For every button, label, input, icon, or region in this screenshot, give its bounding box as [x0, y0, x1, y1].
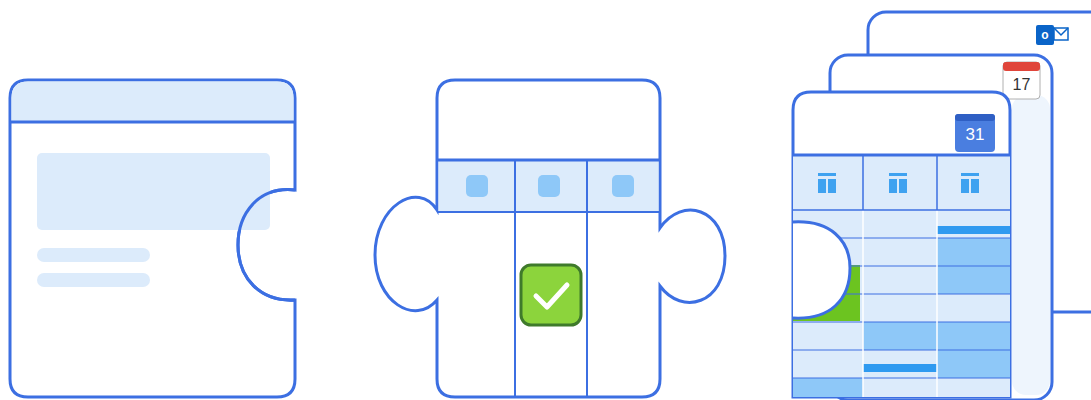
calendar-piece	[793, 12, 1091, 400]
webpage-piece-rect	[37, 273, 150, 287]
calendar-piece-g-rect	[937, 226, 1010, 234]
calendar-piece-g-g-line	[862, 210, 864, 400]
widget-piece-line	[437, 211, 660, 213]
webpage-piece-path	[12, 82, 294, 123]
outlook-icon-letter: o	[1036, 27, 1054, 43]
widget-piece-rect	[521, 265, 581, 325]
calendar-piece-g-g-line	[793, 350, 1010, 351]
calendar-piece-line	[862, 155, 864, 210]
webpage-piece-path	[238, 190, 295, 300]
webpage-piece-path	[10, 80, 295, 397]
calendar-piece-rect	[1012, 95, 1050, 395]
webpage-piece-rect	[37, 248, 150, 262]
calendar-piece-g-g	[863, 210, 937, 400]
calendar-piece-g-rect	[818, 179, 826, 193]
calendar-piece-g	[793, 155, 1010, 400]
widget-piece-rect	[439, 160, 659, 212]
webpage-piece-rect	[37, 153, 270, 230]
calendar-piece-g-rect	[889, 173, 907, 176]
calendar-piece-g-rect	[961, 173, 979, 176]
google-calendar-day-number: 31	[955, 123, 995, 147]
webpage-piece-line	[10, 121, 295, 124]
widget-piece-line	[437, 159, 660, 162]
calendar-piece-g-rect	[863, 364, 937, 372]
calendar-piece-rect	[1054, 28, 1068, 40]
calendar-piece-g-rect	[899, 179, 907, 193]
calendar-piece-g-rect	[889, 179, 897, 193]
widget-piece	[375, 80, 725, 397]
calendar-piece-g-g-line	[793, 378, 1010, 379]
calendar-piece-g-rect	[863, 322, 937, 350]
calendar-piece-rect	[955, 114, 995, 121]
calendar-piece-g-rect	[793, 155, 1010, 210]
calendar-piece-g-rect	[971, 179, 979, 193]
calendar-piece-rect	[955, 114, 995, 152]
calendar-piece-path	[793, 222, 850, 318]
widget-piece-path	[536, 285, 567, 307]
widget-piece-rect	[466, 175, 488, 197]
ical-day-number: 17	[1003, 74, 1040, 96]
widget-piece-line	[586, 160, 588, 397]
calendar-piece-g-g-line	[793, 322, 1010, 323]
calendar-piece-line	[793, 154, 1010, 157]
widget-piece-line	[514, 160, 516, 397]
calendar-piece-g-rect	[961, 179, 969, 193]
webpage-piece	[10, 80, 295, 397]
calendar-piece-g-rect	[793, 210, 1010, 400]
calendar-piece-rect	[1003, 62, 1040, 99]
calendar-piece-rect	[1003, 62, 1040, 71]
calendar-piece-path	[1054, 28, 1068, 35]
widget-piece-path	[375, 80, 725, 397]
calendar-piece-g-rect	[818, 173, 836, 176]
calendar-piece-g-rect	[793, 378, 863, 400]
calendar-piece-g-g-line	[936, 210, 938, 400]
calendar-piece-line	[936, 155, 938, 210]
calendar-piece-g-rect	[828, 179, 836, 193]
widget-piece-rect	[612, 175, 634, 197]
calendar-piece-line	[793, 209, 1010, 211]
calendar-piece-rect	[1036, 25, 1054, 45]
calendar-piece-g	[818, 173, 979, 193]
widget-piece-rect	[538, 175, 560, 197]
